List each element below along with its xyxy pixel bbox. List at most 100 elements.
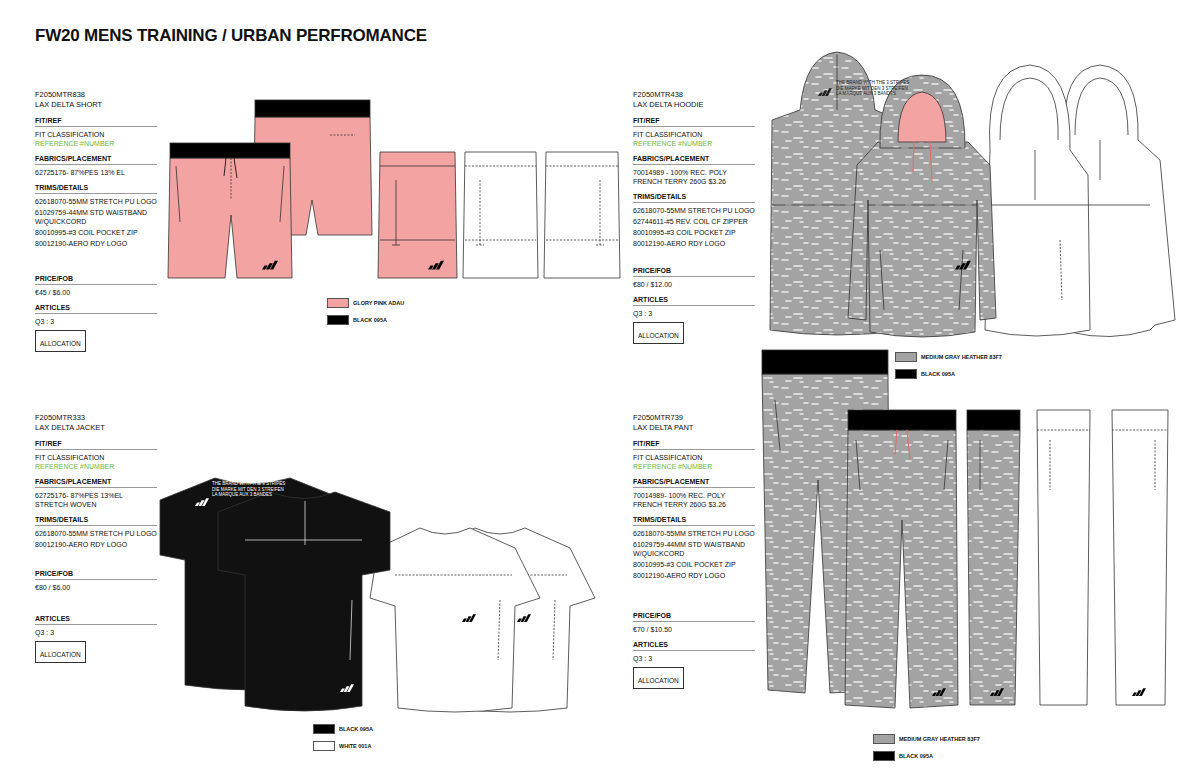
- pant-front: [845, 410, 958, 708]
- head-text: PRICE/FOB: [633, 266, 755, 277]
- head-text: TRIMS/DETAILS: [35, 515, 157, 526]
- plain-text: €45 / $6.00: [35, 288, 157, 297]
- shorts-side-white: [463, 152, 620, 278]
- color-swatch: [895, 352, 917, 362]
- allocation-label: ALLOCATION: [40, 340, 81, 347]
- head-text: ARTICLES: [633, 640, 755, 651]
- allocation-box: ALLOCATION: [633, 667, 684, 689]
- legend-text: BLACK 095A: [899, 753, 933, 760]
- page-title: FW20 MENS TRAINING / URBAN PERFROMANCE: [35, 26, 427, 46]
- head-text: ARTICLES: [35, 303, 157, 314]
- print-text: DIE MARKE MIT DEN 3 STREIFEN: [836, 86, 911, 92]
- code-text: F2050MTR333: [35, 413, 157, 423]
- legend-row: MEDIUM GRAY HEATHER 83F7: [873, 734, 980, 744]
- plain-text: Q3 : 3: [35, 317, 157, 326]
- head-text: FABRICS/PLACEMENT: [633, 154, 755, 165]
- name-text: LAX DELTA HOODIE: [633, 100, 755, 110]
- head-text: PRICE/FOB: [633, 611, 755, 622]
- plain-text: FIT CLASSIFICATION: [35, 453, 157, 462]
- head-text: FIT/REF: [35, 116, 157, 127]
- color-swatch: [873, 734, 895, 744]
- item-text: 80010995-#3 COIL POCKET ZIP: [633, 228, 755, 237]
- item-text: 62618070-55MM STRETCH PU LOGO: [35, 529, 157, 538]
- allocation-label: ALLOCATION: [638, 677, 679, 684]
- item-text: 62618070-55MM STRETCH PU LOGO: [35, 197, 157, 206]
- item-text: 80012190-AERO RDY LOGO: [633, 239, 755, 248]
- item-text: 80012190-AERO RDY LOGO: [35, 239, 157, 248]
- print-text: THE BRAND WITH THE 3 STRIPES: [212, 481, 287, 487]
- color-swatch: [327, 298, 349, 308]
- print-text: DIE MARKE MIT DEN 3 STREIFEN: [212, 487, 287, 493]
- garment-print: THE BRAND WITH THE 3 STRIPESDIE MARKE MI…: [836, 80, 911, 97]
- legend-text: GLORY PINK ADAU: [353, 300, 404, 307]
- jacket-front: [218, 492, 390, 711]
- color-swatch: [873, 751, 895, 761]
- head-text: ARTICLES: [633, 295, 755, 306]
- plain-text: 62725176- 87%PES 13%EL STRETCH WOVEN: [35, 491, 157, 509]
- allocation-label: ALLOCATION: [638, 332, 679, 339]
- plain-text: €80 / $6.00: [35, 583, 157, 592]
- item-text: 61029759-44MM STD WAISTBAND W/QUICKCORD: [35, 208, 157, 226]
- allocation-box: ALLOCATION: [633, 322, 684, 344]
- item-text: 62618070-55MM STRETCH PU LOGO: [633, 529, 755, 538]
- hoodie-white-views: [985, 65, 1175, 337]
- head-text: FABRICS/PLACEMENT: [633, 477, 755, 488]
- legend-row: GLORY PINK ADAU: [327, 298, 404, 308]
- head-text: FABRICS/PLACEMENT: [35, 477, 157, 488]
- head-text: TRIMS/DETAILS: [633, 515, 755, 526]
- code-text: F2050MTR838: [35, 90, 157, 100]
- jacket-white-views: [370, 528, 595, 712]
- item-text: 62744611-#5 REV. COIL CF ZIPPER: [633, 217, 755, 226]
- head-text: FABRICS/PLACEMENT: [35, 154, 157, 165]
- ref-text: REFERENCE #NUMBER: [35, 462, 157, 471]
- item-text: 62618070-55MM STRETCH PU LOGO: [633, 206, 755, 215]
- legend-row: BLACK 095A: [873, 751, 933, 761]
- plain-text: 62725176- 87%PES 13% EL: [35, 168, 157, 177]
- pant-side: [967, 410, 1020, 705]
- legend-text: BLACK 095A: [339, 726, 373, 733]
- plain-text: 70014989 - 100% REC. POLY FRENCH TERRY 2…: [633, 168, 755, 186]
- name-text: LAX DELTA PANT: [633, 423, 755, 433]
- plain-text: €80 / $12.00: [633, 280, 755, 289]
- print-text: THE BRAND WITH THE 3 STRIPES: [836, 80, 911, 86]
- ref-text: REFERENCE #NUMBER: [633, 462, 755, 471]
- ref-text: REFERENCE #NUMBER: [633, 139, 755, 148]
- item-text: 80012190-AERO RDY LOGO: [35, 540, 157, 549]
- head-text: FIT/REF: [633, 439, 755, 450]
- legend-text: MEDIUM GRAY HEATHER 83F7: [899, 736, 980, 743]
- legend-text: MEDIUM GRAY HEATHER 83F7: [921, 354, 1002, 361]
- name-text: LAX DELTA JACKET: [35, 423, 157, 433]
- allocation-label: ALLOCATION: [40, 651, 81, 658]
- print-text: LA MARQUE AUX 3 BANDES: [836, 91, 911, 97]
- plain-text: Q3 : 3: [633, 309, 755, 318]
- ref-text: REFERENCE #NUMBER: [35, 139, 157, 148]
- pant-white-views: [1037, 410, 1168, 705]
- shorts-side-pink: [378, 152, 457, 278]
- spec-column: F2050MTR438LAX DELTA HOODIEFIT/REFFIT CL…: [633, 90, 755, 344]
- item-text: 80010995-#3 COIL POCKET ZIP: [35, 228, 157, 237]
- legend-text: BLACK 095A: [353, 317, 387, 324]
- head-text: PRICE/FOB: [35, 569, 157, 580]
- head-text: TRIMS/DETAILS: [633, 192, 755, 203]
- plain-text: Q3 : 3: [633, 654, 755, 663]
- plain-text: €70 / $10.50: [633, 625, 755, 634]
- head-text: FIT/REF: [35, 439, 157, 450]
- plain-text: 70014989- 100% REC. POLY FRENCH TERRY 26…: [633, 491, 755, 509]
- spec-column: F2050MTR838LAX DELTA SHORTFIT/REFFIT CLA…: [35, 90, 157, 352]
- color-swatch: [313, 724, 335, 734]
- head-text: FIT/REF: [633, 116, 755, 127]
- shorts-front: [168, 143, 292, 278]
- head-text: ARTICLES: [35, 614, 157, 625]
- color-swatch: [313, 741, 335, 751]
- plain-text: Q3 : 3: [35, 628, 157, 637]
- spec-column: F2050MTR739LAX DELTA PANTFIT/REFFIT CLAS…: [633, 413, 755, 689]
- hoodie-front: [848, 75, 996, 337]
- print-text: LA MARQUE AUX 3 BANDES: [212, 492, 287, 498]
- legend-text: BLACK 095A: [921, 371, 955, 378]
- plain-text: FIT CLASSIFICATION: [35, 130, 157, 139]
- legend-row: WHITE 001A: [313, 741, 371, 751]
- code-text: F2050MTR739: [633, 413, 755, 423]
- garment-print: THE BRAND WITH THE 3 STRIPESDIE MARKE MI…: [212, 481, 287, 498]
